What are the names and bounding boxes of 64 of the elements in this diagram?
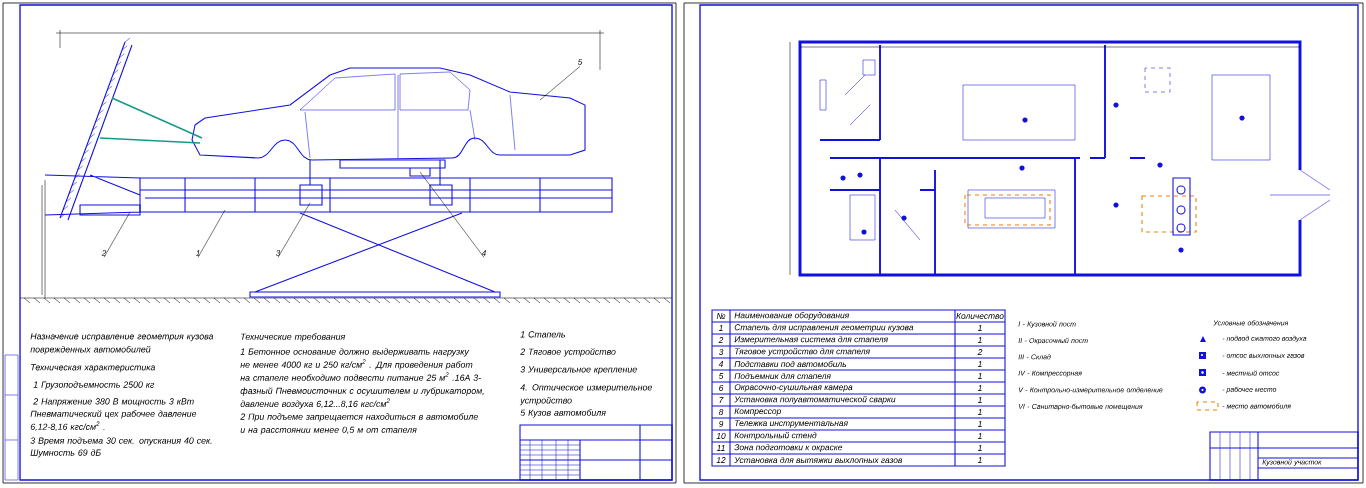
table-cell: 8 (718, 409, 724, 415)
table-cell: 1 (977, 361, 982, 367)
table-cell: 11 (716, 445, 725, 451)
table-cell: 3 (718, 349, 724, 355)
note-text: 1 Бетонное основание должно выдерживать нагрузку не менее 4000 кг и 250 кг/см$^{2}$ . Для проведения работ на стапеле необходимо подвести питание 25 м$^{2}$ .16А 3-фазный Пневмоисточник с осушителем и лубрикатором, давление воздуха 6,12...8,16 кгс/см$^{2}$ (240, 348, 484, 409)
leader-line (197, 209, 226, 258)
table-cell: 1 (718, 325, 723, 331)
table-cell: 5 (718, 373, 724, 379)
note-text: 3 Универсальное крепление (520, 366, 637, 375)
callout-number: 2 (101, 250, 107, 256)
note-text: Пневматический цех рабочее давление 6,12-8,16 кгс/см$^{2}$ . (30, 410, 197, 431)
table-cell: 4 (718, 361, 723, 367)
note-text: Шумность 69 дБ (30, 449, 101, 458)
leader-line (277, 202, 311, 258)
leader-line (419, 171, 485, 258)
table-cell: Компрессор (734, 408, 781, 416)
note-text: 1 Грузоподъемность 2500 кг (33, 381, 155, 390)
heading: Назначение исправление геометрия кузова поврежденных автомобилей (30, 333, 214, 355)
leader-line (539, 66, 581, 101)
table-cell: Тяговое устройство для стапеля (735, 348, 870, 356)
table-cell: Контрольный стенд (734, 432, 817, 440)
note-text: 3 Время подъема 30 сек. опускания 40 сек. (30, 437, 212, 446)
table-cell: Количество (956, 313, 1004, 319)
table-cell: Подставки под автомобиль (734, 360, 847, 368)
table-cell: 1 (977, 385, 982, 391)
note-text: 1 Стапель (520, 331, 565, 338)
table-cell: Стапель для исправления геометрии кузова (734, 324, 914, 332)
table-cell: 1 (977, 337, 982, 343)
table-cell: Подъемник для стапеля (734, 372, 831, 380)
heading: Технические требования (241, 333, 346, 342)
callout-number: 5 (578, 59, 583, 65)
note-text: 2 Тяговое устройство (520, 348, 616, 357)
note-text: 2 Напряжение 380 В мощность 3 кВт (33, 398, 194, 407)
heading: Техническая характеристика (31, 364, 156, 373)
table-cell: 6 (719, 385, 724, 391)
table-cell: № (716, 313, 726, 319)
table-cell: 2 (718, 337, 724, 343)
table-cell: Установка для вытяжки выхлопных газов (734, 456, 903, 464)
note-text: 5 Кузов автомобиля (520, 409, 606, 418)
callout-number: 1 (196, 250, 200, 256)
table-cell: 9 (718, 421, 724, 427)
table-cell: 10 (716, 433, 726, 439)
note-text: 4. Оптическое измерительное устройство (519, 384, 652, 406)
table-cell: 12 (716, 457, 726, 463)
table-cell: 2 (977, 349, 983, 355)
note-text: 2 При подъеме запрещается находиться в автомобиле и на расстоянии менее 0,5 м от стапеля (240, 413, 478, 435)
table-cell: Окрасочно-сушильная камера (734, 384, 853, 392)
callout-number: 4 (481, 250, 486, 256)
table-cell: Наименование оборудования (734, 312, 850, 320)
table-cell: 1 (977, 433, 982, 439)
table-cell: 1 (977, 397, 982, 403)
table-cell: 1 (977, 409, 982, 415)
table-cell: 1 (977, 325, 982, 331)
callout-number: 3 (276, 250, 281, 256)
table-cell: Тележка инструментальная (735, 420, 848, 428)
table-cell: 1 (977, 445, 982, 451)
table-cell: 7 (719, 397, 724, 403)
table-cell: Измерительная система для стапеля (734, 336, 888, 344)
table-cell: Зона подготовки к окраске (734, 444, 843, 452)
table-cell: Установка полуавтоматической сварки (734, 396, 896, 404)
leader-line (103, 211, 131, 258)
table-cell: 1 (977, 421, 982, 427)
table-cell: 1 (977, 457, 982, 463)
table-cell: 1 (977, 373, 982, 379)
